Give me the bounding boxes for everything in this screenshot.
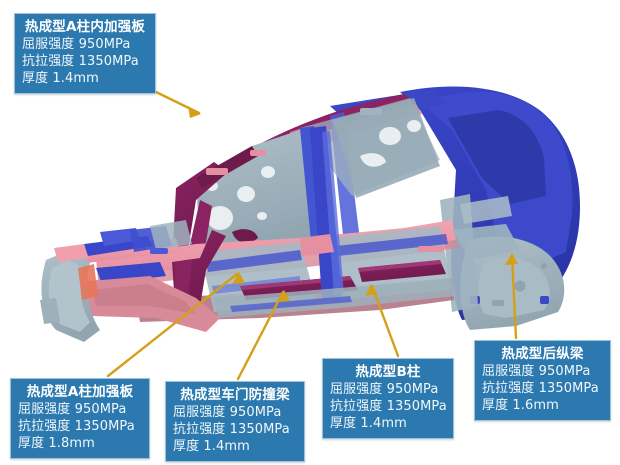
callout-door-anti-collision-beam: 热成型车门防撞梁 屈服强度 950MPa 抗拉强度 1350MPa 厚度 1.4… bbox=[165, 381, 305, 463]
callout-thickness: 厚度 1.4mm bbox=[330, 415, 407, 431]
car-body-geometry bbox=[40, 86, 580, 342]
rear-door-window-frame bbox=[332, 98, 440, 198]
rear-quarter-inner bbox=[452, 196, 520, 260]
callout-thickness: 厚度 1.6mm bbox=[482, 397, 559, 413]
callout-tensile-strength: 抗拉强度 1350MPa bbox=[22, 53, 139, 69]
callout-thickness: 厚度 1.8mm bbox=[18, 435, 95, 451]
callout-tensile-strength: 抗拉强度 1350MPa bbox=[18, 418, 135, 434]
callout-tensile-strength: 抗拉强度 1350MPa bbox=[482, 380, 599, 396]
callout-thickness: 厚度 1.4mm bbox=[173, 438, 250, 454]
callout-yield-strength: 屈服强度 950MPa bbox=[482, 364, 591, 380]
callout-yield-strength: 屈服强度 950MPa bbox=[330, 382, 439, 398]
callout-title: 热成型后纵梁 bbox=[501, 346, 584, 362]
callout-title: 热成型车门防撞梁 bbox=[180, 387, 290, 403]
callout-rear-longitudinal-beam: 热成型后纵梁 屈服强度 950MPa 抗拉强度 1350MPa 厚度 1.6mm bbox=[474, 340, 611, 422]
callout-tensile-strength: 抗拉强度 1350MPa bbox=[330, 398, 447, 414]
detail-strips bbox=[150, 108, 444, 254]
callout-a-pillar-reinforcement: 热成型A柱加强板 屈服强度 950MPa 抗拉强度 1350MPa 厚度 1.8… bbox=[10, 378, 150, 460]
callout-title: 热成型A柱加强板 bbox=[26, 384, 134, 400]
callout-a-pillar-inner-reinforcement: 热成型A柱内加强板 屈服强度 950MPa 抗拉强度 1350MPa 厚度 1.… bbox=[14, 13, 156, 95]
callout-title: 热成型A柱内加强板 bbox=[24, 19, 146, 35]
callout-yield-strength: 屈服强度 950MPa bbox=[18, 402, 127, 418]
callout-tensile-strength: 抗拉强度 1350MPa bbox=[173, 421, 290, 437]
callout-b-pillar: 热成型B柱 屈服强度 950MPa 抗拉强度 1350MPa 厚度 1.4mm bbox=[322, 358, 454, 440]
callout-thickness: 厚度 1.4mm bbox=[22, 70, 99, 86]
callout-yield-strength: 屈服强度 950MPa bbox=[22, 37, 131, 53]
callout-title: 热成型B柱 bbox=[355, 364, 421, 380]
callout-yield-strength: 屈服强度 950MPa bbox=[173, 405, 282, 421]
b-pillar-structure bbox=[300, 126, 344, 300]
